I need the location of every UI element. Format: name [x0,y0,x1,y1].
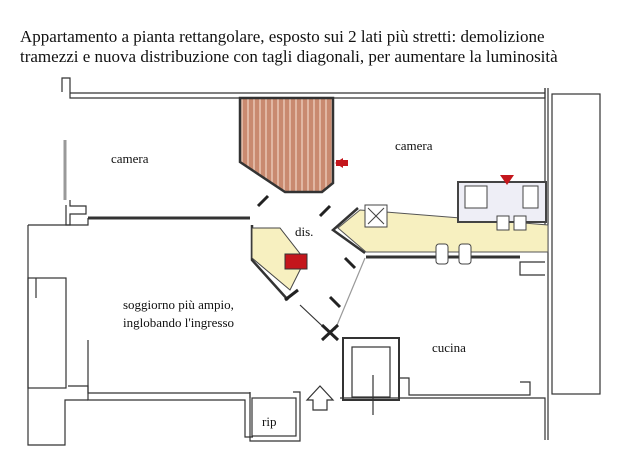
sink [464,185,488,209]
room-label-soggiorno-1: soggiorno più ampio, [123,297,234,312]
toilet-2 [435,243,449,265]
wardrobe [238,96,335,194]
bidet-2 [458,243,472,265]
room-label-camera-left: camera [111,151,149,166]
room-label-camera-right: camera [395,138,433,153]
arrow-marker-icon [336,160,348,166]
bidet [513,215,527,231]
closet-red-box [284,253,308,270]
title-line-2: tramezzi e nuova distribuzione con tagli… [20,47,558,66]
arrow-marker-icon [500,175,514,185]
room-label-dis: dis. [295,224,314,239]
closet [251,227,306,291]
title-line-1: Appartamento a pianta rettangolare, espo… [20,27,545,46]
room-label-soggiorno-2: inglobando l'ingresso [123,315,235,330]
door-marks [256,194,357,342]
room-label-cucina: cucina [432,340,466,355]
room-label-rip: rip [262,414,277,429]
bathtub [522,185,539,209]
toilet [496,215,510,231]
